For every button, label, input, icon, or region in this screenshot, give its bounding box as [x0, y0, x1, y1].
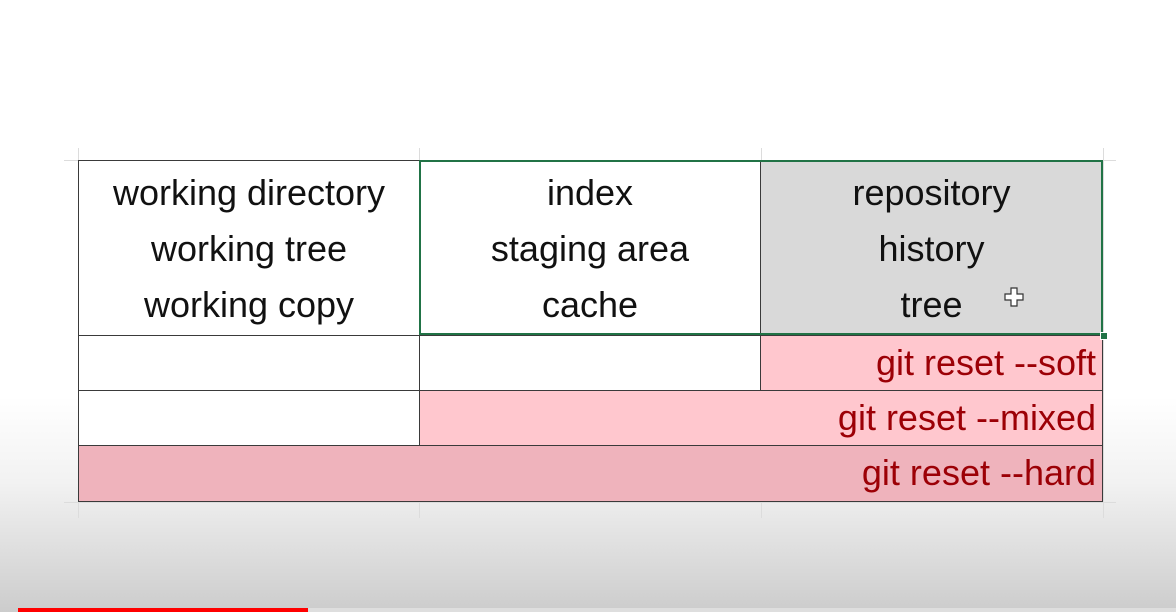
- staging-area-label: staging area: [490, 228, 690, 269]
- cell-reset-soft[interactable]: git reset --soft: [760, 335, 1103, 391]
- working-directory-label: working directory: [112, 172, 386, 213]
- cache-label: cache: [541, 284, 639, 325]
- grid-line: [64, 502, 1116, 503]
- working-tree-label: working tree: [150, 228, 348, 269]
- empty-cell[interactable]: [419, 335, 761, 391]
- cell-select-cross-icon: [1004, 287, 1024, 307]
- cell-repository[interactable]: repository history tree: [760, 160, 1103, 336]
- fill-handle[interactable]: [1100, 332, 1108, 340]
- repository-label: repository: [852, 172, 1011, 213]
- cell-index[interactable]: index staging area cache: [419, 160, 761, 336]
- working-copy-label: working copy: [143, 284, 355, 325]
- cell-reset-hard[interactable]: git reset --hard: [78, 445, 1103, 502]
- git-areas-table: working directory working tree working c…: [78, 160, 1103, 502]
- empty-cell[interactable]: [78, 335, 420, 391]
- video-progress-track[interactable]: [18, 608, 1176, 612]
- cell-working-directory[interactable]: working directory working tree working c…: [78, 160, 420, 336]
- tree-label: tree: [900, 284, 963, 325]
- cell-reset-mixed[interactable]: git reset --mixed: [419, 390, 1103, 446]
- index-label: index: [546, 172, 634, 213]
- empty-cell[interactable]: [78, 390, 420, 446]
- history-label: history: [878, 228, 985, 269]
- video-progress-fill: [18, 608, 308, 612]
